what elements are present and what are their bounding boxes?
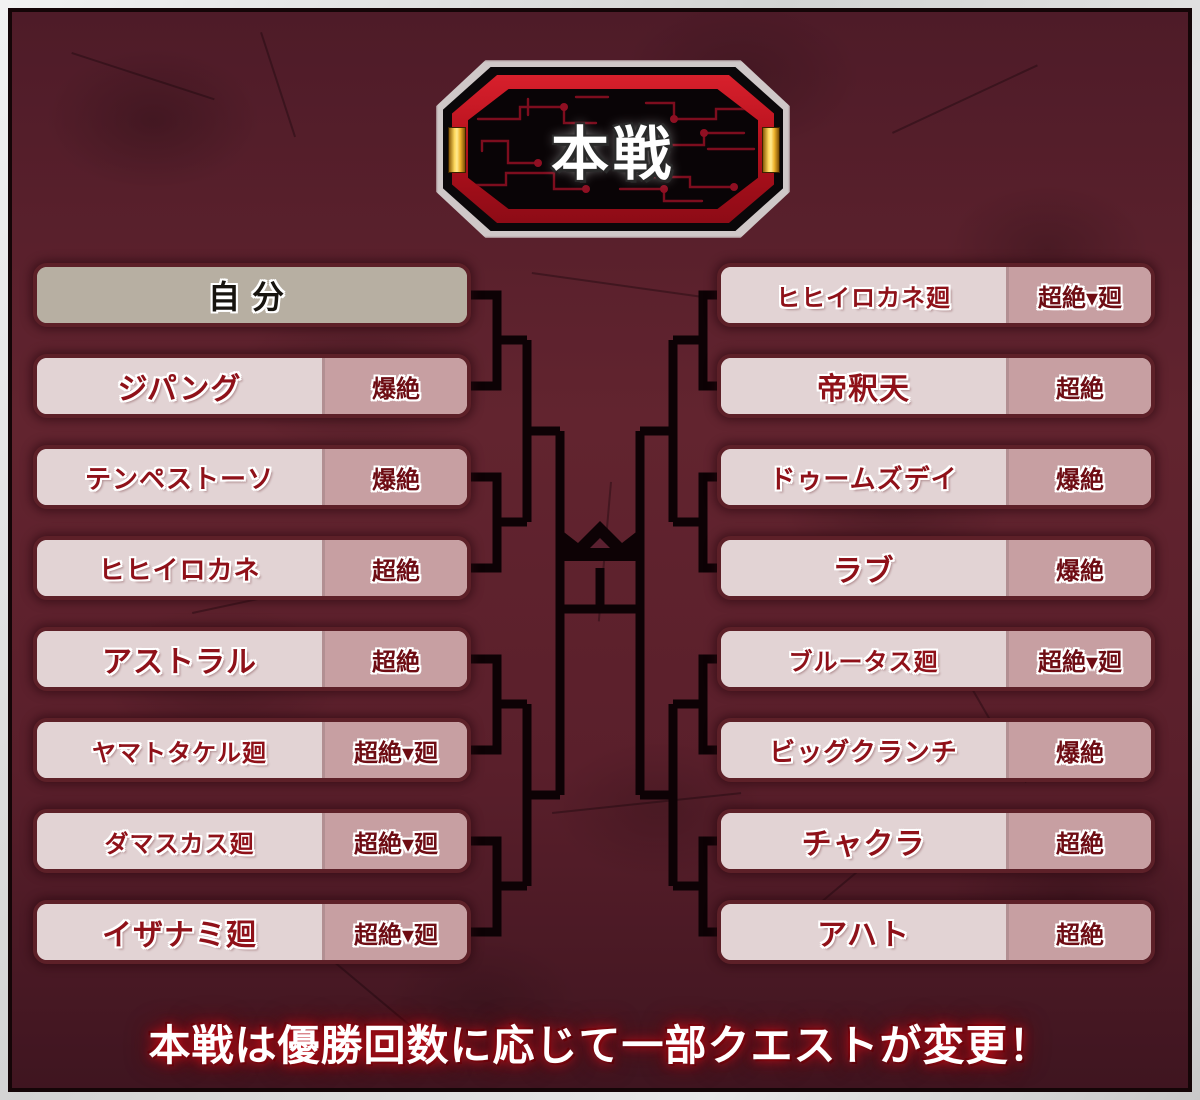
entry-badge: 超絶▾廻 (1006, 267, 1151, 323)
entry-badge: 爆絶 (1006, 722, 1151, 778)
bracket-entry-right-3[interactable]: ドゥームズデイ 爆絶 (717, 445, 1155, 509)
entry-badge: 爆絶 (322, 358, 467, 414)
entry-name: ラブ (721, 540, 1006, 596)
entry-badge: 爆絶 (1006, 540, 1151, 596)
entry-name: ビッグクランチ (721, 722, 1006, 778)
entry-name: ヤマトタケル廻 (37, 722, 322, 778)
bracket-entry-left-1[interactable]: 自分 (33, 263, 471, 327)
bracket-entry-left-5[interactable]: アストラル 超絶 (33, 627, 471, 691)
entry-badge: 爆絶 (322, 449, 467, 505)
entry-badge: 超絶 (322, 631, 467, 687)
entry-badge: 超絶 (1006, 813, 1151, 869)
bracket-entry-right-7[interactable]: チャクラ 超絶 (717, 809, 1155, 873)
entry-name: アハト (721, 904, 1006, 960)
bracket-entry-right-5[interactable]: ブルータス廻 超絶▾廻 (717, 627, 1155, 691)
entry-badge: 爆絶 (1006, 449, 1151, 505)
bracket-entry-right-1[interactable]: ヒヒイロカネ廻 超絶▾廻 (717, 263, 1155, 327)
entry-badge: 超絶▾廻 (322, 813, 467, 869)
footer-caption: 本戦は優勝回数に応じて一部クエストが変更！ (148, 1021, 1052, 1070)
bracket-entry-left-3[interactable]: テンペストーソ 爆絶 (33, 445, 471, 509)
circuit-pattern-icon (468, 89, 758, 209)
crown-icon (560, 521, 640, 561)
bracket-board: 本戦 (12, 12, 1188, 1088)
texture-crack (71, 52, 215, 101)
entry-name: テンペストーソ (37, 449, 322, 505)
bracket-entry-right-2[interactable]: 帝釈天 超絶 (717, 354, 1155, 418)
bracket-entry-left-8[interactable]: イザナミ廻 超絶▾廻 (33, 900, 471, 964)
entry-name: 自分 (37, 267, 467, 323)
banner-gold-accent-right (762, 127, 780, 173)
entry-name: ダマスカス廻 (37, 813, 322, 869)
banner-title: 本戦 (550, 120, 675, 188)
entry-name: ヒヒイロカネ (37, 540, 322, 596)
entry-badge: 超絶 (322, 540, 467, 596)
texture-crack (597, 481, 612, 622)
entry-badge: 超絶▾廻 (1006, 631, 1151, 687)
texture-crack (892, 64, 1038, 134)
bracket-entry-left-4[interactable]: ヒヒイロカネ 超絶 (33, 536, 471, 600)
entry-name: チャクラ (721, 813, 1006, 869)
banner-gold-accent-left (448, 127, 466, 173)
title-banner: 本戦 (436, 60, 790, 238)
texture-crack (531, 272, 711, 300)
entry-name: アストラル (37, 631, 322, 687)
bracket-entry-right-4[interactable]: ラブ 爆絶 (717, 536, 1155, 600)
entry-badge: 超絶 (1006, 904, 1151, 960)
entry-name: ブルータス廻 (721, 631, 1006, 687)
texture-crack (260, 32, 296, 138)
bracket-entry-left-7[interactable]: ダマスカス廻 超絶▾廻 (33, 809, 471, 873)
bracket-entry-left-6[interactable]: ヤマトタケル廻 超絶▾廻 (33, 718, 471, 782)
bracket-entry-right-6[interactable]: ビッグクランチ 爆絶 (717, 718, 1155, 782)
bracket-entry-left-2[interactable]: ジパング 爆絶 (33, 354, 471, 418)
entry-name: イザナミ廻 (37, 904, 322, 960)
entry-badge: 超絶 (1006, 358, 1151, 414)
entry-badge: 超絶▾廻 (322, 904, 467, 960)
texture-crack (552, 792, 742, 814)
entry-name: 帝釈天 (721, 358, 1006, 414)
entry-badge: 超絶▾廻 (322, 722, 467, 778)
entry-name: ドゥームズデイ (721, 449, 1006, 505)
entry-name: ジパング (37, 358, 322, 414)
entry-name: ヒヒイロカネ廻 (721, 267, 1006, 323)
bracket-entry-right-8[interactable]: アハト 超絶 (717, 900, 1155, 964)
